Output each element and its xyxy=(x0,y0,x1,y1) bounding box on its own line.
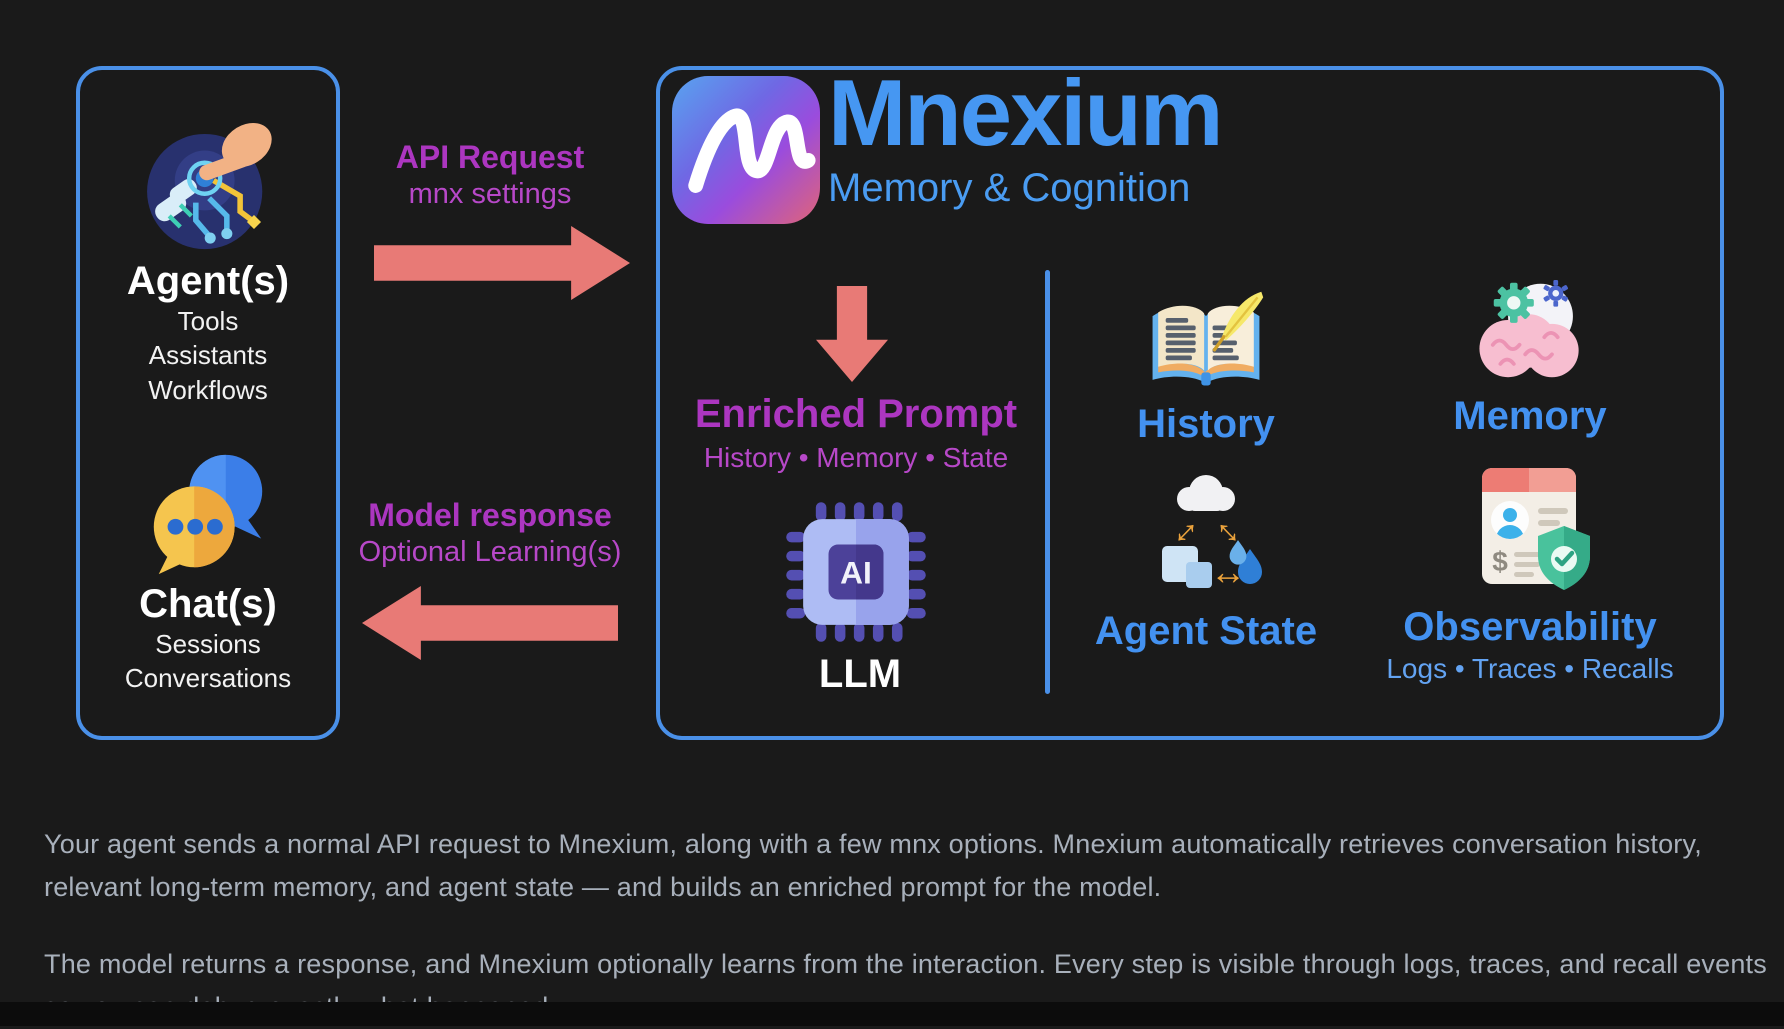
agents-line: Assistants xyxy=(148,340,268,371)
brand-name: Mnexium xyxy=(828,60,1223,165)
api-request-label: API Request mnx settings xyxy=(350,139,630,211)
feature-agent-state-label: Agent State xyxy=(1094,609,1318,653)
brand-block: Mnexium Memory & Cognition xyxy=(828,60,1223,211)
vertical-divider xyxy=(1045,270,1050,694)
ai-chip-label: AI xyxy=(840,555,872,591)
enriched-prompt-title: Enriched Prompt xyxy=(694,392,1018,436)
model-response-subtitle: Optional Learning(s) xyxy=(358,536,622,569)
agents-node: Agent(s) Tools Assistants Workflows xyxy=(127,114,289,407)
llm-block: LLM xyxy=(756,652,964,697)
api-request-subtitle: mnx settings xyxy=(408,178,572,211)
feature-observability: $ Observability Logs • Traces • Recalls xyxy=(1380,456,1680,685)
feature-observability-subtitle: Logs • Traces • Recalls xyxy=(1386,653,1674,684)
feature-memory: Memory xyxy=(1380,276,1680,438)
feature-memory-label: Memory xyxy=(1453,394,1607,438)
chats-title: Chat(s) xyxy=(139,581,277,626)
speech-bubbles-icon xyxy=(153,454,263,575)
feature-agent-state: ↔ ↔ ↔ Agent State xyxy=(1056,460,1356,653)
description-paragraph-1: Your agent sends a normal API request to… xyxy=(44,829,1702,903)
model-response-label: Model response Optional Learning(s) xyxy=(350,497,630,569)
api-request-title: API Request xyxy=(395,139,585,175)
enriched-prompt-subtitle: History • Memory • State xyxy=(703,442,1009,473)
arrow-right-icon xyxy=(374,226,630,300)
feature-history: History xyxy=(1056,288,1356,446)
ai-chip-icon: AI xyxy=(782,498,930,651)
robot-hand-icon xyxy=(147,123,272,250)
agents-line: Workflows xyxy=(148,374,268,405)
chats-line: Sessions xyxy=(155,628,261,659)
brain-gears-icon xyxy=(1479,279,1579,378)
cloud-cubes-drops-sync-icon: ↔ ↔ ↔ xyxy=(1154,475,1262,592)
mnexium-logo xyxy=(672,76,820,224)
bottom-strip xyxy=(0,1002,1784,1026)
chats-node: Chat(s) Sessions Conversations xyxy=(125,445,291,696)
mnexium-panel: Mnexium Memory & Cognition Enriched Prom… xyxy=(656,66,1724,740)
llm-label: LLM xyxy=(818,652,902,696)
arrow-down-icon xyxy=(816,286,888,382)
agents-title: Agent(s) xyxy=(126,259,290,303)
clients-panel: Agent(s) Tools Assistants Workflows Chat… xyxy=(76,66,340,740)
model-response-title: Model response xyxy=(368,497,612,533)
open-book-quill-icon xyxy=(1152,291,1264,386)
brand-tagline: Memory & Cognition xyxy=(828,166,1191,210)
dollar-glyph: $ xyxy=(1492,546,1508,577)
feature-observability-label: Observability xyxy=(1403,605,1657,649)
feature-history-label: History xyxy=(1137,402,1275,446)
report-shield-check-icon: $ xyxy=(1482,468,1590,590)
svg-text:↔: ↔ xyxy=(1210,551,1246,592)
agents-line: Tools xyxy=(177,306,239,336)
arrow-left-icon xyxy=(362,586,618,660)
mnexium-m-glyph xyxy=(688,108,816,193)
enriched-prompt-block: Enriched Prompt History • Memory • State xyxy=(686,392,1026,474)
chats-line: Conversations xyxy=(124,663,292,694)
